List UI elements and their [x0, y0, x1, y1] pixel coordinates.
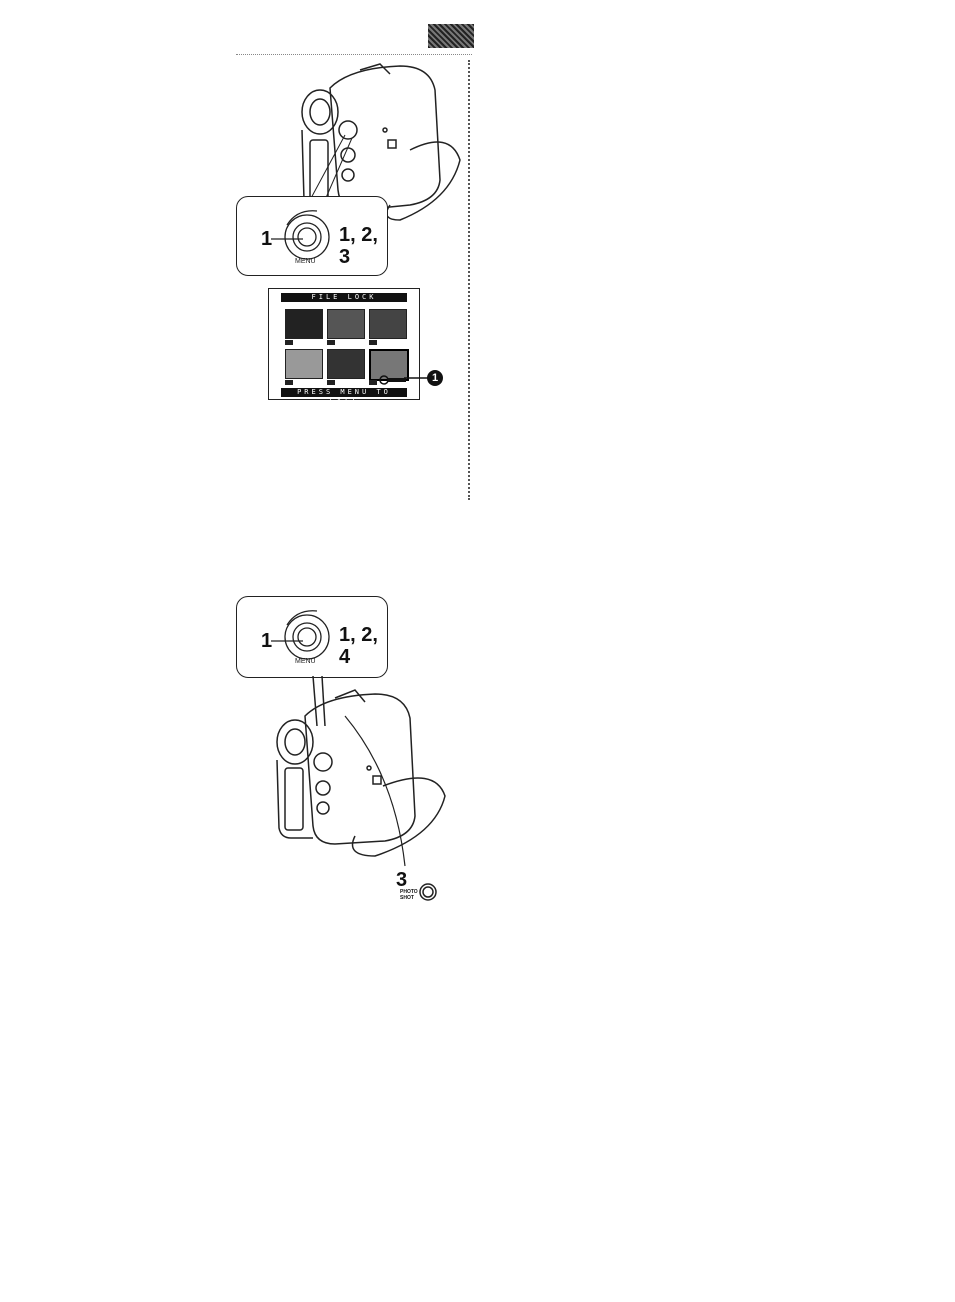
- screen-title: FILE LOCK: [281, 293, 407, 302]
- thumbnail-2: [327, 309, 365, 339]
- thumbnail-number: [369, 340, 377, 345]
- callout-box-top: MENU 1 1, 2, 3: [236, 196, 388, 276]
- callout-label-right-2: 4: [339, 647, 350, 667]
- thumbnail-number: [285, 340, 293, 345]
- photo-shot-button-icon: [418, 882, 438, 902]
- dial-label: MENU: [295, 658, 316, 665]
- screen-footer: PRESS MENU TO EXIT: [281, 388, 407, 397]
- top-rule: [236, 54, 472, 55]
- photo-shot-label-2: SHOT: [400, 896, 414, 901]
- pointer-line: [271, 639, 303, 643]
- camcorder-illustration-bottom: [265, 676, 455, 906]
- dial-label: MENU: [295, 258, 316, 265]
- file-lock-screen: FILE LOCK PRESS MENU TO EXIT: [268, 288, 420, 400]
- callout-label-right-1: 1, 2,: [339, 225, 378, 245]
- callout-label-right-2: 3: [339, 247, 350, 267]
- thumbnail-number: [369, 380, 377, 385]
- pointer-line: [271, 237, 303, 241]
- menu-dial-icon: MENU: [277, 607, 337, 667]
- thumbnail-number: [327, 340, 335, 345]
- callout-marker: 1: [427, 370, 443, 386]
- page-tab: [428, 24, 474, 48]
- thumbnail-number: [285, 380, 293, 385]
- thumbnail-4: [285, 349, 323, 379]
- thumbnail-3: [369, 309, 407, 339]
- thumbnail-number: [327, 380, 335, 385]
- callout-box-bottom: MENU 1 1, 2, 4: [236, 596, 388, 678]
- thumbnail-1: [285, 309, 323, 339]
- callout-label-right-1: 1, 2,: [339, 625, 378, 645]
- step-label-photoshot: 3: [396, 870, 407, 890]
- thumbnail-5: [327, 349, 365, 379]
